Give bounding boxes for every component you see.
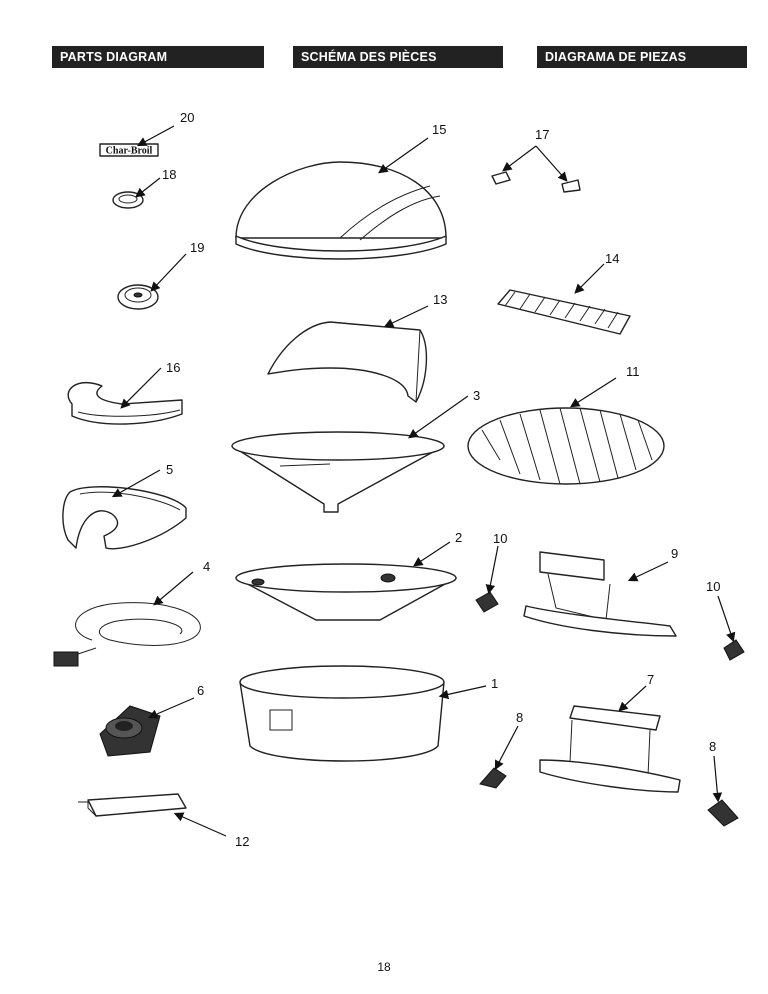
part-19-temperature-dial	[117, 253, 187, 310]
part-6-temperature-controller	[99, 697, 195, 757]
callout-8-right: 8	[709, 739, 716, 754]
callout-12: 12	[235, 834, 249, 849]
callout-13: 13	[433, 292, 447, 307]
callout-5: 5	[166, 462, 173, 477]
callout-7: 7	[647, 672, 654, 687]
header-parts-diagram-en: PARTS DIAGRAM	[52, 46, 264, 68]
callout-16: 16	[166, 360, 180, 375]
part-9-leg-assembly	[523, 551, 677, 637]
part-14-warming-rack	[497, 263, 631, 335]
callout-2: 2	[455, 530, 462, 545]
part-13-wind-shield	[267, 305, 429, 403]
callout-15: 15	[432, 122, 446, 137]
part-1-base-bowl	[239, 665, 487, 762]
callout-19: 19	[190, 240, 204, 255]
part-17-lid-feet	[491, 145, 581, 193]
part-4-heating-element	[53, 571, 201, 667]
part-10-leg-cap-left	[475, 545, 499, 613]
callout-8-left: 8	[516, 710, 523, 725]
logo-text: Char-Broil	[106, 146, 153, 157]
callout-4: 4	[203, 559, 210, 574]
callout-17: 17	[535, 127, 549, 142]
part-8-foot-right	[707, 755, 739, 827]
part-2-lower-bowl	[235, 541, 457, 621]
callout-3: 3	[473, 388, 480, 403]
part-7-leg-assembly	[539, 685, 681, 793]
callout-6: 6	[197, 683, 204, 698]
callout-9: 9	[671, 546, 678, 561]
part-10-leg-cap-right	[717, 595, 745, 661]
part-11-cooking-grate	[467, 377, 665, 485]
callout-11: 11	[626, 364, 640, 379]
header-parts-diagram-fr: SCHÉMA DES PIÈCES	[293, 46, 503, 68]
part-15-lid	[235, 137, 447, 260]
part-5-heat-shield	[62, 469, 187, 550]
callout-18: 18	[162, 167, 176, 182]
part-18-knob	[112, 177, 161, 209]
part-16-handle	[67, 367, 183, 425]
header-parts-diagram-es: DIAGRAMA DE PIEZAS	[537, 46, 747, 68]
callout-1: 1	[491, 676, 498, 691]
part-12-drip-tray	[78, 793, 227, 837]
part-3-cooking-bowl	[231, 395, 469, 513]
callout-14: 14	[605, 251, 619, 266]
callout-20: 20	[180, 110, 194, 125]
page-number: 18	[377, 960, 391, 974]
callout-10-left: 10	[493, 531, 507, 546]
callout-10-right: 10	[706, 579, 720, 594]
part-8-foot-left	[479, 725, 519, 789]
part-20-logo-badge: Char-Broil	[99, 125, 175, 157]
